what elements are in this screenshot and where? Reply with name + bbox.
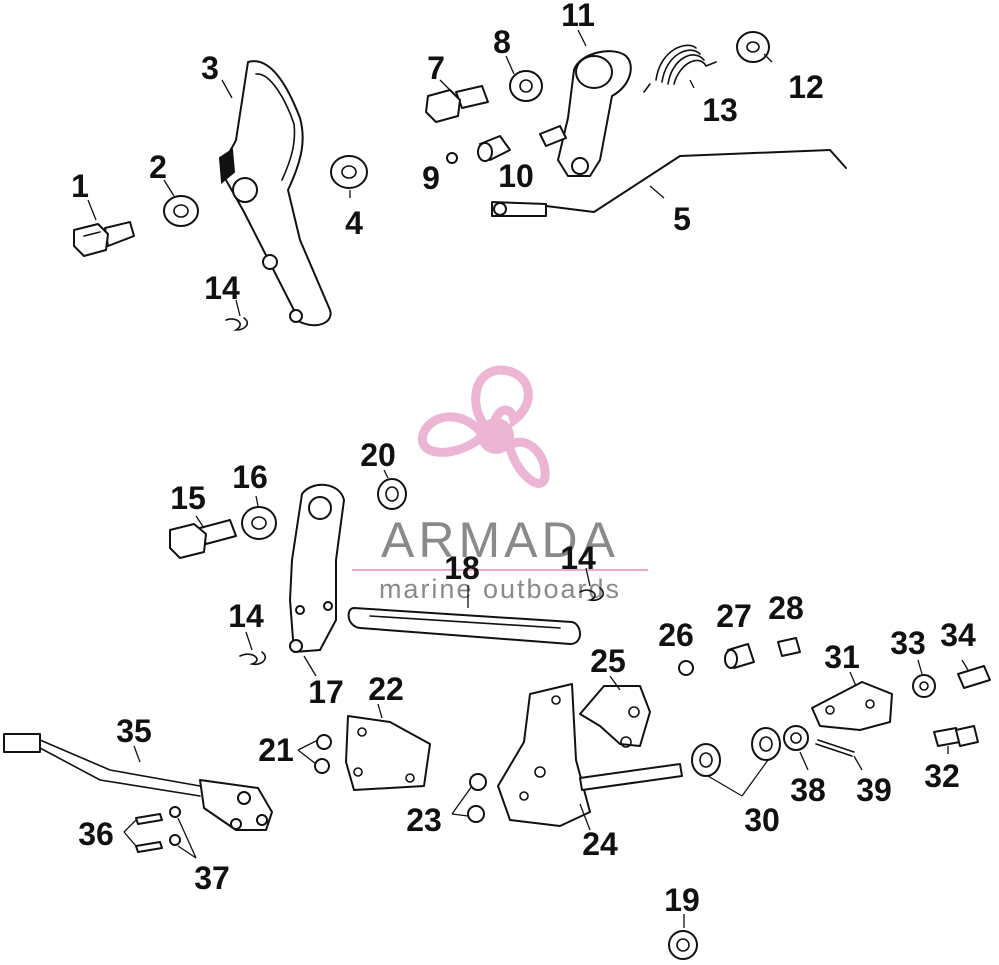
watermark-brand: ARMADA: [381, 512, 619, 568]
part-bolt-32: [933, 725, 979, 747]
part-bushing-27: [724, 643, 755, 669]
part-rod-5: [491, 149, 847, 217]
part-screws-21: [314, 734, 332, 774]
part-bolt-1: [73, 221, 135, 257]
part-washer-12: [736, 31, 770, 63]
part-lever-3: [218, 60, 332, 327]
part-block-31: [811, 681, 893, 731]
callout-10: 10: [498, 158, 534, 194]
part-insert-28: [777, 637, 801, 657]
callout-14-upper: 14: [204, 270, 240, 306]
part-screws-36: [135, 813, 163, 853]
part-nut-9: [446, 152, 458, 164]
callout-27: 27: [716, 598, 752, 634]
part-washer-4: [330, 155, 368, 189]
callout-23: 23: [406, 802, 442, 838]
part-bolt-7: [425, 85, 489, 123]
callout-22: 22: [368, 671, 404, 707]
callout-numbers: 1 2 3 4 5 7 8 9 10 11 12 13 14 14 14 14 …: [71, 0, 976, 918]
callout-12: 12: [788, 69, 824, 105]
callout-19: 19: [664, 882, 700, 918]
part-bushing-10: [477, 135, 511, 162]
part-pin-39: [815, 739, 855, 757]
callout-21: 21: [258, 732, 294, 768]
callout-9: 9: [422, 160, 440, 196]
callout-28: 28: [768, 590, 804, 626]
callout-14-left: 14: [228, 598, 264, 634]
callout-25: 25: [590, 643, 626, 679]
callout-39: 39: [856, 772, 892, 808]
callout-20: 20: [360, 437, 396, 473]
callout-5: 5: [673, 201, 691, 237]
callout-8: 8: [493, 24, 511, 60]
callout-2: 2: [149, 149, 167, 185]
callout-35: 35: [116, 713, 152, 749]
callout-33: 33: [890, 625, 926, 661]
part-washer-38: [783, 725, 809, 751]
part-clip-14b: [239, 651, 267, 666]
part-plate-22: [345, 715, 431, 791]
callout-17: 17: [308, 674, 344, 710]
part-lever-25: [579, 685, 651, 748]
callout-26: 26: [658, 617, 694, 653]
callout-36: 36: [78, 816, 114, 852]
leader-lines: [87, 29, 969, 928]
part-washer-16: [241, 506, 277, 540]
part-lever-11: [539, 50, 632, 177]
part-washer-2: [163, 195, 199, 227]
part-screw-34: [957, 665, 991, 689]
callout-30: 30: [744, 802, 780, 838]
callout-16: 16: [232, 459, 268, 495]
part-sensor-harness-35: [3, 733, 273, 831]
part-bracket-24: [497, 683, 683, 827]
callout-37: 37: [194, 860, 230, 896]
callout-31: 31: [824, 639, 860, 675]
callout-18: 18: [444, 550, 480, 586]
part-bolt-15: [169, 519, 237, 559]
part-washer-19: [668, 930, 698, 960]
callout-7: 7: [427, 50, 445, 86]
callout-3: 3: [201, 50, 219, 86]
callout-14-right: 14: [560, 540, 596, 576]
callout-4: 4: [345, 205, 363, 241]
part-washer-33: [912, 674, 936, 698]
watermark: ARMADA marine outboards: [352, 365, 648, 604]
part-link-18: [347, 607, 581, 645]
callout-15: 15: [170, 480, 206, 516]
callout-1: 1: [71, 168, 89, 204]
part-lever-17: [289, 484, 345, 653]
callout-24: 24: [582, 826, 618, 862]
callout-11: 11: [561, 0, 595, 33]
part-spring-13: [643, 44, 717, 93]
callout-13: 13: [702, 92, 738, 128]
part-washers-37: [169, 806, 181, 846]
callout-32: 32: [924, 758, 960, 794]
watermark-tagline: marine outboards: [379, 574, 621, 604]
part-nuts-23: [467, 773, 487, 823]
propeller-logo-icon: [418, 365, 550, 488]
callout-34: 34: [940, 617, 976, 653]
callout-38: 38: [790, 772, 826, 808]
part-clip-14a: [225, 317, 249, 331]
part-bushings-30: [691, 727, 781, 777]
part-clip-14c: [579, 587, 605, 602]
part-washer-8: [509, 70, 543, 102]
part-ball-26: [678, 660, 694, 676]
part-bushing-20: [377, 478, 407, 510]
